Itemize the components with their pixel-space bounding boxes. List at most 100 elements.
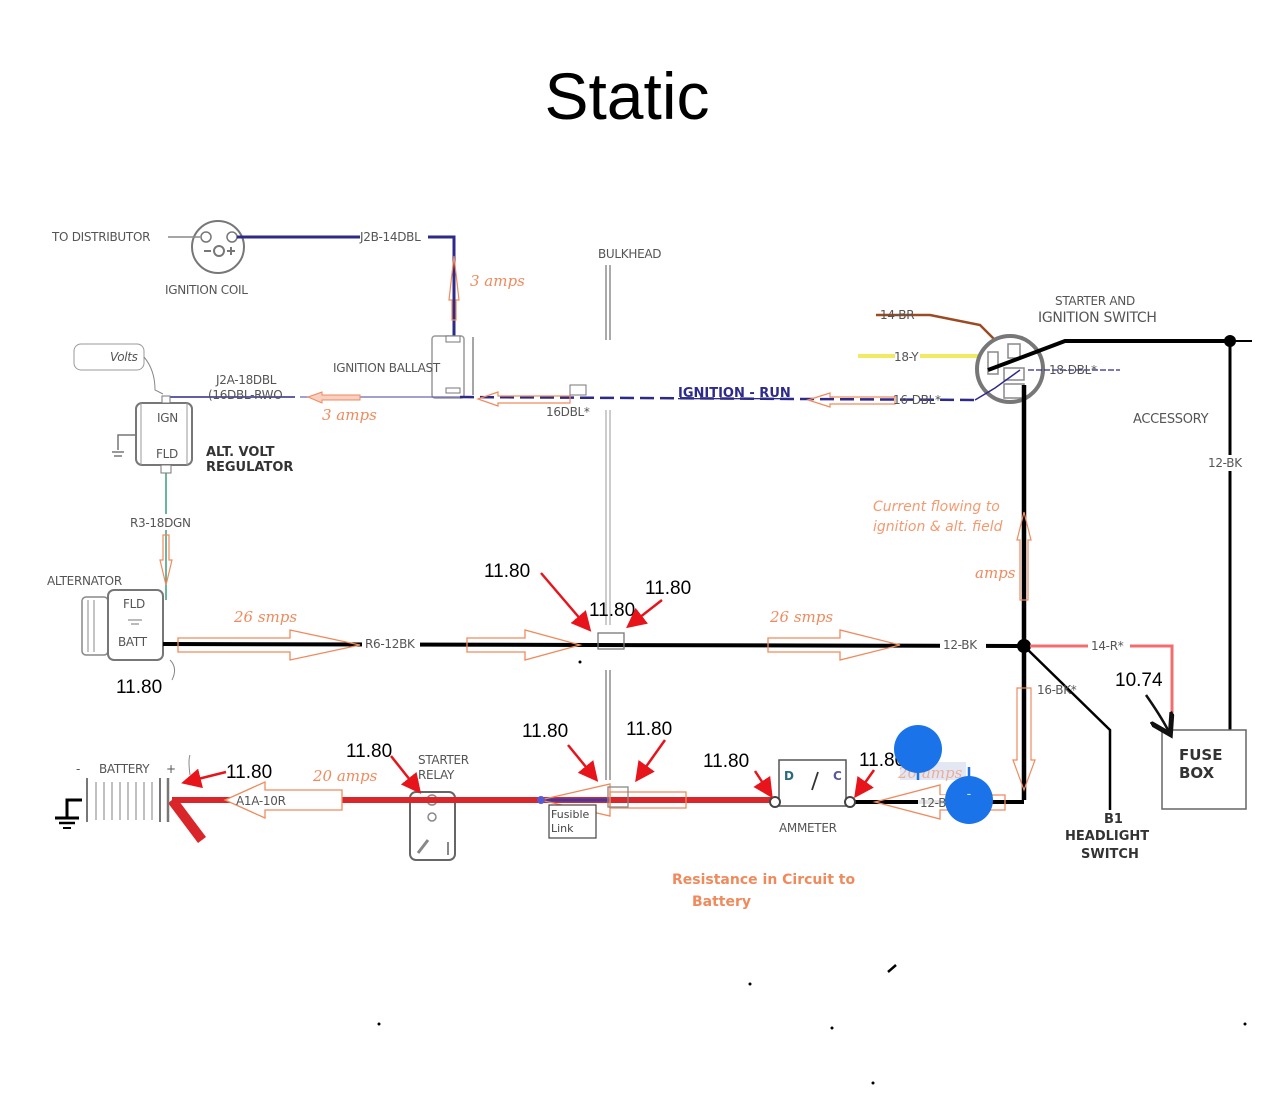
battery-label: BATTERY (99, 762, 150, 776)
wire-label-12bk-main: 12-BK (943, 638, 978, 652)
battery-cable (168, 797, 206, 843)
starter-relay-label-1: STARTER (418, 753, 469, 767)
fusible-link-label-1: Fusible (551, 808, 590, 821)
alternator-label: ALTERNATOR (47, 574, 122, 588)
ignition-ballast (431, 335, 474, 399)
ignition-coil-label: IGNITION COIL (165, 283, 248, 297)
wire-14br (876, 313, 1001, 346)
bulkhead-connector-bottom (607, 786, 629, 808)
battery-minus: - (76, 762, 80, 776)
note-resistance-line2: Battery (692, 894, 751, 910)
regulator-label-1: ALT. VOLT (206, 445, 275, 460)
volts-callout-label: Volts (110, 350, 138, 364)
voltage-bulkhead-right: 11.80 (645, 578, 691, 599)
arrow-fusible-out (635, 739, 667, 783)
headlight-label-1: HEADLIGHT (1065, 829, 1149, 844)
ignition-coil (191, 220, 245, 274)
voltage-fuse-box: 10.74 (1115, 670, 1163, 691)
voltage-fusible-out: 11.80 (626, 719, 672, 740)
switch-label-1: STARTER AND (1055, 294, 1135, 308)
flow-arrow-alt-1 (177, 629, 361, 661)
voltage-alternator-batt: 11.80 (116, 677, 162, 698)
flow-label-regulator: 3 amps (322, 406, 377, 424)
wire-label-16dbl-bulkhead: 16DBL* (546, 405, 590, 419)
wire-label-18y: 18-Y (894, 350, 919, 364)
wire-r6-12bk (162, 642, 1025, 648)
to-distributor-label: TO DISTRIBUTOR (51, 230, 150, 244)
wire-label-16bk: 16-BK* (1037, 683, 1077, 697)
flow-arrow-switch-run (806, 392, 896, 408)
wire-14r (1030, 644, 1174, 720)
flow-arrow-alt-2 (466, 629, 583, 661)
battery (86, 778, 170, 822)
alternator-batt-label: BATT (118, 635, 148, 649)
regulator-ign-label: IGN (157, 411, 178, 425)
selection-end-glyph: - (967, 787, 972, 802)
regulator-fld-label: FLD (156, 447, 178, 461)
wire-label-j2a-1: J2A-18DBL (215, 373, 277, 387)
voltage-ammeter-out: 11.80 (859, 750, 905, 771)
wire-label-14r: 14-R* (1091, 639, 1124, 653)
note-current-line1: Current flowing to (873, 499, 1000, 515)
voltage-bulkhead-mid: 11.80 (589, 600, 635, 621)
voltage-battery-post: 11.80 (226, 762, 272, 783)
bulkhead-connector-top (569, 384, 587, 396)
wire-label-16dbl-switch: 16-DBL* (893, 393, 941, 407)
selection-end-handle[interactable]: - (945, 767, 993, 824)
flow-arrow-ballast (476, 391, 571, 407)
flow-arrow-alt-3 (767, 629, 901, 661)
flow-label-alt-left: 26 smps (233, 608, 297, 626)
headlight-label-2: SWITCH (1081, 847, 1139, 862)
wire-accessory-feed (987, 339, 1230, 372)
bulkhead-label: BULKHEAD (598, 247, 661, 261)
flow-arrow-switch-feed (1016, 511, 1032, 601)
alternator-fld-label: FLD (123, 597, 145, 611)
wire-label-12bk-accessory: 12-BK (1208, 456, 1243, 470)
arrow-ammeter-in (753, 770, 773, 799)
flow-arrow-ammeter (872, 784, 1006, 820)
arrow-fuse-box (1144, 694, 1168, 730)
arrow-bulkhead-right (626, 599, 663, 629)
wire-label-j2b: J2B-14DBL (359, 230, 421, 244)
flow-arrow-coil (448, 255, 460, 321)
flow-arrow-down (1012, 687, 1036, 792)
arrow-ammeter-out (854, 769, 876, 799)
wire-label-a1a: A1A-10R (236, 794, 286, 808)
wire-label-14br: 14-BR (880, 308, 914, 322)
note-resistance-line1: Resistance in Circuit to (672, 872, 855, 888)
arrow-fusible-in (567, 744, 599, 782)
fusible-link (548, 804, 597, 839)
voltage-bulkhead-left: 11.80 (484, 561, 530, 582)
voltage-starter-relay: 11.80 (346, 741, 392, 762)
wire-j2b-drop (428, 235, 456, 336)
stray-marks (377, 660, 1247, 1085)
alternator (81, 589, 164, 661)
wire-label-r3: R3-18DGN (130, 516, 191, 530)
battery-plus: + (166, 762, 176, 776)
alt-volt-regulator (112, 395, 193, 474)
fuse-box-label-1: FUSE (1179, 746, 1222, 764)
selection-start-handle[interactable] (894, 725, 942, 780)
bulkhead-connector-mid (597, 632, 625, 650)
fusible-link-label-2: Link (551, 822, 574, 835)
fuse-box (1161, 729, 1247, 810)
ammeter (769, 759, 856, 808)
headlight-b1-label: B1 (1104, 812, 1123, 827)
ammeter-d-label: D (784, 769, 794, 783)
starter-ignition-switch (975, 334, 1045, 404)
wire-label-12b-ammeter: 12-B (920, 796, 946, 810)
arrow-bulkhead-left (540, 572, 592, 632)
page-title: Static (544, 59, 710, 133)
wire-label-18dbl: 18-DBL* (1049, 363, 1097, 377)
regulator-label-2: REGULATOR (206, 460, 293, 475)
switch-label-2: IGNITION SWITCH (1038, 310, 1157, 326)
wire-label-r6: R6-12BK (365, 637, 416, 651)
accessory-label: ACCESSORY (1133, 412, 1209, 427)
arrow-starter-relay (390, 755, 422, 794)
ignition-ballast-label: IGNITION BALLAST (333, 361, 441, 375)
arrow-battery-post (181, 768, 227, 789)
ammeter-label: AMMETER (779, 821, 837, 835)
ignition-run-label: IGNITION - RUN (678, 386, 791, 401)
flow-arrow-r3 (159, 534, 173, 586)
